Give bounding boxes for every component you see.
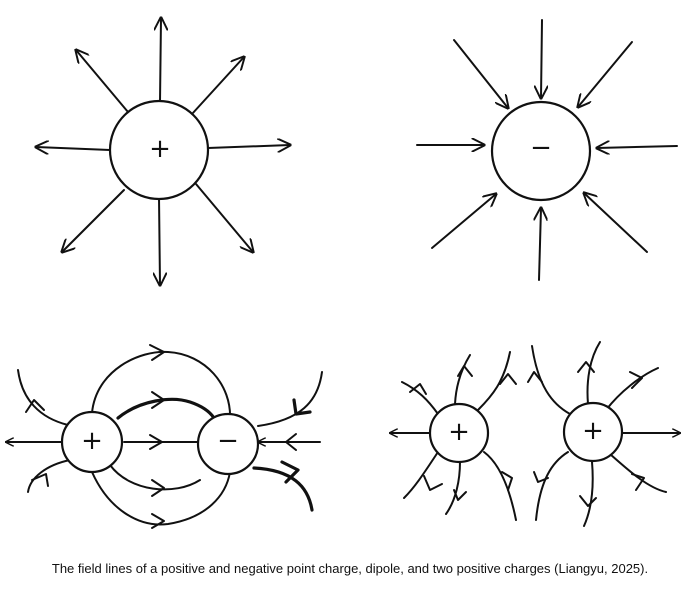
dipole-outer-top-loop (91, 350, 232, 421)
dipole-center-arrow (149, 434, 163, 450)
left-charge-line-down (445, 461, 461, 515)
dipole-panel: + − (5, 344, 323, 529)
left-positive-sign: + (448, 417, 470, 447)
left-charge-line-upper-right (477, 351, 511, 411)
left-charge-arrow-down (453, 489, 467, 501)
field-lines-diagram: + − (5, 0, 681, 529)
left-charge-arrow-upper-left (409, 383, 427, 395)
field-line-from-top (541, 19, 542, 98)
dipole-inner-top-loop (116, 397, 216, 420)
field-line-left (36, 147, 111, 150)
inward-field-lines (416, 19, 678, 281)
negative-sign: − (530, 133, 552, 163)
negative-charge-panel: − (416, 19, 678, 281)
right-charge-line-down (583, 461, 594, 527)
dipole-inner-bottom-loop (109, 464, 201, 491)
dipole-positive-circle (60, 410, 124, 474)
right-positive-sign: + (582, 416, 604, 446)
positive-charge-panel: + (36, 18, 290, 285)
right-charge-arrow-lower-left (533, 471, 549, 483)
right-positive-circle (562, 401, 624, 463)
dipole-outer-bottom-arrow (151, 513, 165, 529)
dipole-negative-sign: − (217, 426, 239, 456)
two-positive-charges-panel: + + (389, 341, 681, 527)
right-charge-arrow-upper-left (527, 371, 543, 383)
left-positive-circle (428, 402, 490, 464)
dipole-inner-top-arrow (151, 391, 165, 409)
left-charge-line-lower-right (483, 451, 517, 521)
dipole-outer-top-arrow (149, 344, 165, 361)
right-charge-arrow-down (579, 495, 597, 507)
repelling-field-lines (389, 341, 681, 527)
field-line-from-right (597, 146, 678, 148)
field-line-from-bottom-left (431, 194, 496, 249)
field-lines-figure: + − (5, 0, 681, 529)
left-charge-line-up (454, 354, 471, 405)
right-charge-line-upper-right (605, 367, 659, 411)
left-charge-arrow-lower-right (501, 471, 513, 491)
right-charge-arrow-up (577, 361, 595, 373)
dipole-field-lines (5, 344, 323, 529)
left-charge-arrow-up (457, 365, 473, 377)
right-charge-arrow-upper-right (629, 371, 643, 389)
field-line-up (160, 18, 161, 103)
left-charge-arrow-upper-right (499, 373, 517, 385)
right-charge-line-upper-left (531, 345, 571, 415)
right-charge-arrow-lower-right (631, 473, 645, 491)
dipole-outer-bottom-loop (91, 471, 231, 526)
field-line-from-bottom (539, 208, 541, 281)
negative-charge-circle (490, 100, 592, 202)
field-line-right (207, 145, 290, 148)
field-line-from-top-left (453, 39, 508, 108)
field-line-from-bottom-right (584, 193, 648, 253)
dipole-right-lower-line (252, 466, 314, 512)
dipole-negative-circle (196, 412, 260, 476)
dipole-right-mid-arrow (285, 433, 297, 451)
left-charge-line-upper-left (401, 381, 439, 415)
outward-field-lines (36, 18, 290, 285)
field-line-down-right (195, 183, 253, 252)
right-charge-line-up (586, 341, 601, 405)
dipole-left-lower-line (27, 459, 71, 493)
left-charge-line-lower-left (403, 451, 439, 499)
dipole-left-upper-line (17, 369, 69, 426)
positive-charge-circle (108, 99, 210, 201)
right-charge-line-lower-right (609, 453, 667, 493)
dipole-inner-bottom-arrow (151, 479, 165, 497)
dipole-positive-sign: + (81, 426, 103, 456)
dipole-right-upper-line (257, 371, 323, 427)
dipole-right-upper-arrow (292, 398, 312, 416)
dipole-left-lower-arrow (31, 473, 49, 487)
left-charge-arrow-lower-left (423, 475, 443, 491)
field-line-down-left (62, 189, 125, 252)
positive-sign: + (149, 134, 171, 164)
dipole-right-lower-arrow (280, 460, 300, 484)
right-charge-line-lower-left (535, 451, 569, 521)
dipole-left-upper-arrow (25, 399, 45, 413)
field-line-from-top-right (578, 41, 633, 107)
figure-caption: The field lines of a positive and negati… (51, 561, 649, 576)
field-line-up-left (76, 50, 129, 113)
field-line-up-right (191, 57, 244, 115)
field-line-down (159, 196, 160, 285)
